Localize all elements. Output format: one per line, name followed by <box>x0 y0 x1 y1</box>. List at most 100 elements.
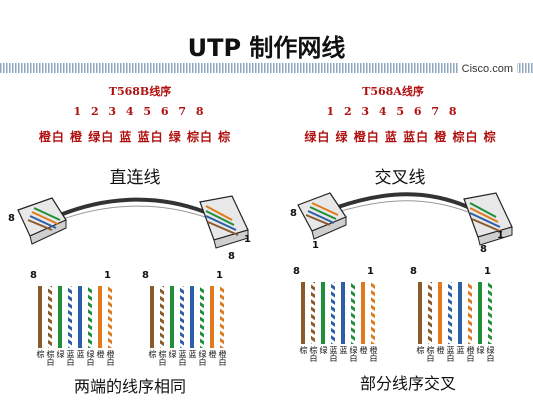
wire-strands <box>418 282 492 344</box>
wire-4 <box>448 282 452 344</box>
pin-label-low: 1 <box>367 266 374 277</box>
cross-pin-1-right: 1 <box>497 230 504 241</box>
wire-label-6: 橙白 <box>466 346 475 362</box>
wire-label-5: 蓝 <box>339 346 348 354</box>
pin-label-high: 8 <box>293 266 300 277</box>
wire-label-3: 绿 <box>56 350 65 358</box>
wire-label-5: 蓝 <box>456 346 465 354</box>
wire-7 <box>210 286 214 348</box>
wire-5 <box>190 286 194 348</box>
wire-8 <box>488 282 492 344</box>
wire-label-8: 橙白 <box>218 350 227 366</box>
wire-3 <box>58 286 62 348</box>
pin-label-high: 8 <box>142 270 149 281</box>
t568a-title: T568A线序 <box>362 85 424 98</box>
wire-label-7: 绿 <box>476 346 485 354</box>
wire-1 <box>38 286 42 348</box>
wire-7 <box>478 282 482 344</box>
rj45-plug-left <box>297 192 347 240</box>
wire-label-2: 棕白 <box>46 350 55 366</box>
wire-label-4: 蓝白 <box>178 350 187 366</box>
wire-label-7: 橙 <box>208 350 217 358</box>
wire-5 <box>78 286 82 348</box>
wire-label-1: 棕 <box>148 350 157 358</box>
t568a-colors: 绿白 绿 橙白 蓝 蓝白 橙 棕白 棕 <box>304 130 497 144</box>
page-title: UTP 制作网线 <box>187 34 346 62</box>
straight-pin-1-right: 1 <box>244 234 251 245</box>
wire-label-5: 蓝 <box>76 350 85 358</box>
wire-8 <box>371 282 375 344</box>
wire-group-straight-a: 8 1 棕棕白绿蓝白蓝绿白橙橙白 <box>30 270 124 372</box>
cross-pin-8-right: 8 <box>480 244 487 255</box>
wire-7 <box>98 286 102 348</box>
wire-label-2: 棕白 <box>158 350 167 366</box>
pin-label-low: 1 <box>104 270 111 281</box>
t568b-colors: 橙白 橙 绿白 蓝 蓝白 绿 棕白 棕 <box>38 130 232 144</box>
wire-4 <box>180 286 184 348</box>
rj45-plug-right <box>463 192 513 246</box>
wire-8 <box>220 286 224 348</box>
wire-strands <box>38 286 112 348</box>
wire-label-8: 橙白 <box>106 350 115 366</box>
crossover-cable-illustration <box>297 192 513 246</box>
wire-label-7: 橙 <box>96 350 105 358</box>
wire-label-3: 绿 <box>168 350 177 358</box>
wire-7 <box>361 282 365 344</box>
cross-pin-8-left: 8 <box>290 208 297 219</box>
wire-3 <box>438 282 442 344</box>
wire-2 <box>311 282 315 344</box>
wire-2 <box>160 286 164 348</box>
wire-label-8: 橙白 <box>369 346 378 362</box>
wire-8 <box>108 286 112 348</box>
wire-6 <box>351 282 355 344</box>
pin-label-high: 8 <box>410 266 417 277</box>
wire-label-5: 蓝 <box>188 350 197 358</box>
wire-label-1: 棕 <box>416 346 425 354</box>
pin-label-low: 1 <box>216 270 223 281</box>
pin-label-low: 1 <box>484 266 491 277</box>
wire-label-1: 棕 <box>299 346 308 354</box>
wire-1 <box>150 286 154 348</box>
straight-pin-8-right: 8 <box>228 251 235 262</box>
wire-4 <box>68 286 72 348</box>
wire-label-1: 棕 <box>36 350 45 358</box>
t568b-title: T568B线序 <box>108 85 172 98</box>
wire-label-3: 橙 <box>436 346 445 354</box>
wire-3 <box>321 282 325 344</box>
cross-pin-1-left: 1 <box>312 240 319 251</box>
wire-label-2: 棕白 <box>309 346 318 362</box>
rj45-plug-right <box>199 195 249 249</box>
wire-label-4: 蓝白 <box>66 350 75 366</box>
wire-3 <box>170 286 174 348</box>
wire-label-3: 绿 <box>319 346 328 354</box>
wire-5 <box>341 282 345 344</box>
wire-label-2: 棕白 <box>426 346 435 362</box>
wire-label-8: 绿白 <box>486 346 495 362</box>
caption-same-order: 两端的线序相同 <box>73 377 186 396</box>
wire-label-6: 绿白 <box>198 350 207 366</box>
t568a-numbers: 1 2 3 4 5 6 7 8 <box>326 105 460 118</box>
brand-logo: Cisco.com <box>457 63 517 75</box>
wire-group-cross-b: 8 1 棕棕白橙蓝白蓝橙白绿绿白 <box>410 266 504 368</box>
brand-bar <box>0 63 533 73</box>
wire-label-4: 蓝白 <box>329 346 338 362</box>
wire-label-4: 蓝白 <box>446 346 455 362</box>
wire-2 <box>428 282 432 344</box>
rj45-plug-left <box>17 197 67 245</box>
wire-6 <box>200 286 204 348</box>
wire-6 <box>88 286 92 348</box>
wire-strands <box>301 282 375 344</box>
wire-label-7: 橙 <box>359 346 368 354</box>
caption-partial-cross: 部分线序交叉 <box>359 374 456 393</box>
wire-5 <box>458 282 462 344</box>
pin-label-high: 8 <box>30 270 37 281</box>
wire-group-straight-b: 8 1 棕棕白绿蓝白蓝绿白橙橙白 <box>142 270 236 372</box>
wire-label-6: 绿白 <box>86 350 95 366</box>
wire-1 <box>418 282 422 344</box>
straight-cable-label: 直连线 <box>109 168 161 188</box>
wire-2 <box>48 286 52 348</box>
wire-6 <box>468 282 472 344</box>
crossover-cable-label: 交叉线 <box>374 168 426 188</box>
straight-cable-illustration <box>17 195 249 249</box>
